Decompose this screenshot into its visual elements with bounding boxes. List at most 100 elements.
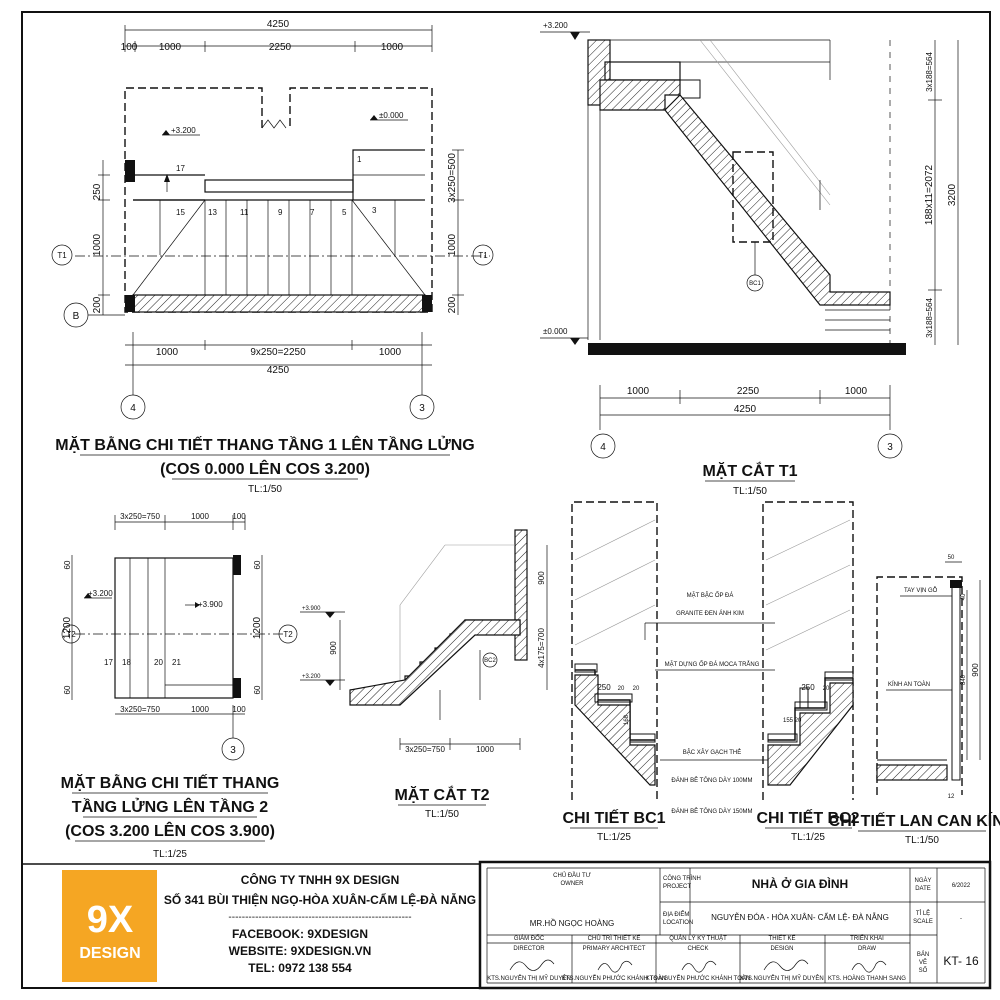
section2-title: MẶT CẮT T2 [394, 785, 489, 804]
section1-title: MẶT CẮT T1 [702, 461, 797, 480]
role-2-name: KTS.NGUYỄN PHƯỚC KHÁNH TOÀN [646, 975, 750, 982]
scale-label-2: SCALE [913, 919, 933, 925]
role-3-name: KTS.NGUYỄN THỊ MỸ DUYÊN [740, 974, 824, 982]
section2-bottom-dim-0: 3x250=750 [405, 745, 445, 754]
note-stone-line2: GRANITE ĐEN ÁNH KIM [676, 610, 744, 617]
role-1-label-1: CHỦ TRÌ THIẾT KẾ [588, 935, 641, 942]
company-logo-design: DESIGN [79, 945, 140, 962]
role-2-signature [681, 960, 717, 973]
role-4-label-2: DRAW [858, 946, 876, 952]
plan-1-drawing: 4250 100 1000 2250 1000 [51, 19, 494, 420]
bc1-scale: TL:1/25 [597, 832, 631, 843]
railing-handrail-label: TAY VỊN GỖ [904, 587, 938, 594]
plan1-grid-3: 3 [419, 403, 425, 414]
role-0-label-1: GIÁM ĐỐC [514, 935, 545, 942]
detail-bc2-drawing: 250 20 20 155 [762, 501, 854, 800]
section2-right-dim-1: 4x175=700 [537, 628, 546, 668]
scale-value: - [960, 916, 962, 922]
role-0-label-2: DIRECTOR [513, 946, 545, 952]
plan1-left-dim-1: 1000 [92, 233, 103, 256]
project-label-2: PROJECT [663, 884, 691, 890]
bc2-dim-2: 20 [795, 718, 802, 724]
plan1-right-dim-0: 3x250=500 [447, 153, 458, 203]
plan2-step-20: 20 [154, 658, 163, 667]
railing-dim-3: 12 [948, 794, 955, 800]
location-value: NGUYỄN ĐÓA - HÒA XUÂN- CẨM LỆ- ĐÀ NẴNG [711, 913, 889, 922]
section1-scale: TL:1/50 [733, 486, 767, 497]
plan2-top-dim-2: 100 [232, 512, 246, 521]
role-3-label-2: DESIGN [770, 946, 793, 952]
company-address: SỐ 341 BÙI THIỆN NGỌ-HÒA XUÂN-CẨM LỆ-ĐÀ … [164, 892, 476, 907]
plan2-bottom-dim-2: 100 [232, 705, 246, 714]
railing-scale: TL:1/50 [905, 835, 939, 846]
sheet-border [21, 11, 991, 989]
plan2-step-17: 17 [104, 658, 113, 667]
plan2-bottom-dim-1: 1000 [191, 705, 209, 714]
plan1-grid-4: 4 [130, 403, 136, 414]
bc1-dim-3: 168 [624, 714, 630, 725]
plan1-bottom-dim-1: 9x250=2250 [250, 347, 306, 358]
bc2-dim-0: 250 [801, 683, 815, 692]
role-2-label-2: CHECK [687, 946, 708, 952]
section1-right-dim-0: 3x188=564 [925, 52, 934, 92]
company-name: CÔNG TY TNHH 9X DESIGN [241, 872, 399, 887]
section1-grid-4: 4 [600, 442, 606, 453]
note-concrete-150: ĐÁNH BÊ TÔNG DÀY 150MM [671, 807, 752, 815]
note-riser: MẶT DỰNG ỐP ĐÁ MOCA TRẮNG [665, 660, 760, 668]
sheet-number: KT- 16 [943, 954, 979, 968]
plan1-step-11: 11 [240, 208, 249, 217]
plan1-right-dim-2: 200 [447, 296, 458, 313]
date-label-1: NGÀY [914, 877, 931, 884]
section1-bottom-dim-0: 1000 [627, 386, 650, 397]
plan1-top-dim-0: 100 [121, 42, 138, 53]
company-website: WEBSITE: 9XDESIGN.VN [229, 944, 372, 958]
section2-left-dim: 900 [329, 641, 338, 655]
section1-right-total: 3200 [947, 183, 958, 206]
railing-title: CHI TIẾT LAN CAN KÍNH [829, 811, 1000, 830]
sheet-label-3: SỐ [919, 967, 928, 974]
bc1-dim-2: 20 [633, 686, 640, 692]
location-label-2: LOCATION [663, 920, 693, 926]
section2-level-bottom: +3.200 [302, 674, 321, 680]
plan1-step-17: 17 [176, 164, 185, 173]
company-tel: TEL: 0972 138 554 [248, 961, 352, 975]
plan1-level-top: +3.200 [171, 126, 196, 135]
project-value: NHÀ Ở GIA ĐÌNH [752, 876, 848, 891]
section1-level-top: +3.200 [543, 21, 568, 30]
section-t1-drawing: +3.200 BC1 ±0.000 [540, 21, 959, 459]
plan1-step-1: 1 [357, 155, 362, 164]
bc2-dim-1: 20 [823, 686, 830, 692]
plan2-bottom-dim-0: 3x250=750 [120, 705, 160, 714]
plan1-title-line2: (COS 0.000 LÊN COS 3.200) [160, 459, 370, 478]
section1-right-dim-1: 188x11=2072 [924, 164, 935, 225]
bc2-dim-3: 155 [783, 718, 794, 724]
bc1-dim-1: 20 [618, 686, 625, 692]
note-brick: BẬC XÂY GẠCH THẺ [683, 749, 741, 756]
plan1-left-dim-0: 250 [92, 183, 103, 200]
role-3-signature [763, 959, 809, 971]
plan2-top-dim-0: 3x250=750 [120, 512, 160, 521]
role-1-label-2: PRIMARY ARCHITECT [583, 946, 646, 952]
plan2-grid-3: 3 [230, 745, 236, 756]
railing-detail-drawing: 50 TAY VỊN GỖ KÍNH AN TOÀN 40 840 900 12 [876, 555, 981, 800]
plan2-title-line2: TẦNG LỬNG LÊN TẦNG 2 [72, 797, 268, 816]
plan1-bottom-total: 4250 [267, 365, 290, 376]
plan1-scale: TL:1/50 [248, 484, 282, 495]
plan1-step-13: 13 [208, 208, 217, 217]
plan2-title-line3: (COS 3.200 LÊN COS 3.900) [65, 821, 275, 840]
plan-2-drawing: 3x250=750 1000 100 +3.900 +3.200 17 18 2… [61, 512, 298, 761]
plan1-left-dim-2: 200 [92, 296, 103, 313]
plan2-top-dim-1: 1000 [191, 512, 209, 521]
section1-bottom-total: 4250 [734, 404, 757, 415]
role-1-signature [597, 960, 633, 973]
role-4-label-1: TRIỂN KHAI [850, 935, 884, 942]
plan1-top-dim-1: 1000 [159, 42, 182, 53]
railing-top-dim: 50 [948, 555, 955, 561]
plan1-title-line1: MẶT BẰNG CHI TIẾT THANG TẦNG 1 LÊN TẦNG … [55, 435, 474, 454]
company-facebook: FACEBOOK: 9XDESIGN [232, 927, 368, 941]
plan1-top-total: 4250 [267, 19, 290, 30]
railing-dim-2: 900 [971, 663, 980, 677]
section2-detail-tag: BC2 [484, 658, 496, 664]
plan2-right-dim-0: 60 [253, 560, 262, 569]
plan1-axis-right: T1 [478, 251, 488, 260]
